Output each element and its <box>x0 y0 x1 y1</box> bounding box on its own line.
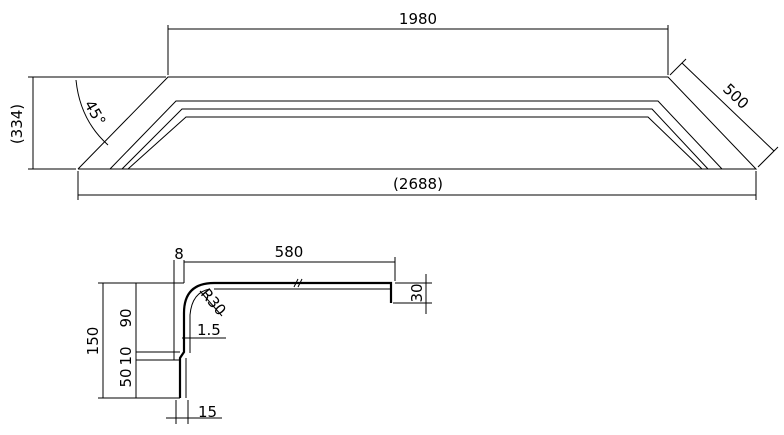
dim-bottom-width-label: 15 <box>198 403 217 421</box>
dim-total-height-label: 150 <box>84 327 102 356</box>
break-mark <box>297 278 303 288</box>
dim-total-length-label: (2688) <box>393 175 443 193</box>
angle-arc <box>75 79 109 146</box>
outer-outline <box>77 76 758 170</box>
section-inner-arc <box>189 288 211 316</box>
inner-outline-2 <box>121 108 709 170</box>
dim-flange-length-label: 580 <box>275 243 304 261</box>
ext-line <box>669 58 687 76</box>
inner-outline-1 <box>109 100 723 170</box>
dim-step-label: 10 <box>117 346 135 365</box>
dim-offset-label: 1.5 <box>197 321 221 339</box>
inner-outline-3 <box>127 116 703 170</box>
top-view: 1980 (2688) (334) 45° 500 <box>8 10 779 200</box>
dim-line-slant <box>681 62 775 152</box>
dim-radius-label: R30 <box>197 285 230 319</box>
dim-height-label: (334) <box>8 104 26 144</box>
dim-lower-height-label: 50 <box>117 368 135 387</box>
dim-thickness-label: 8 <box>174 245 184 263</box>
dim-upper-height-label: 90 <box>117 308 135 327</box>
dim-slant-label: 500 <box>719 80 752 113</box>
dim-top-length-label: 1980 <box>399 10 437 28</box>
section-profile <box>178 281 393 398</box>
section-view: 8 580 30 R30 1.5 150 90 10 50 15 <box>84 243 432 424</box>
radius-leader <box>199 290 223 317</box>
angle-label: 45° <box>81 97 110 129</box>
dim-lip-label: 30 <box>408 283 426 302</box>
ext-line <box>757 146 779 168</box>
break-mark <box>293 278 299 288</box>
